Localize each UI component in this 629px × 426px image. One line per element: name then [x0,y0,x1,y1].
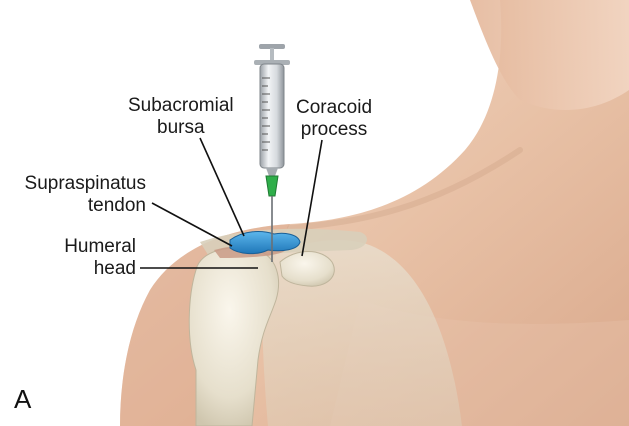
label-humeral-head: Humeral head [6,236,136,280]
label-humeral-head-line2: head [6,258,136,280]
label-supraspinatus-tendon: Supraspinatus tendon [6,173,146,217]
label-coracoid-process-line1: Coracoid [296,97,372,119]
label-subacromial-bursa-line2: bursa [128,117,234,139]
label-subacromial-bursa: Subacromial bursa [128,95,234,139]
label-humeral-head-line1: Humeral [6,236,136,258]
label-supraspinatus-tendon-line2: tendon [6,195,146,217]
label-supraspinatus-tendon-line1: Supraspinatus [6,173,146,195]
label-coracoid-process: Coracoid process [296,97,372,141]
panel-letter: A [14,384,31,415]
leader-subacromial-bursa [200,138,244,236]
label-subacromial-bursa-line1: Subacromial [128,95,234,117]
leader-supraspinatus-tendon [152,203,232,246]
label-coracoid-process-line2: process [296,119,372,141]
